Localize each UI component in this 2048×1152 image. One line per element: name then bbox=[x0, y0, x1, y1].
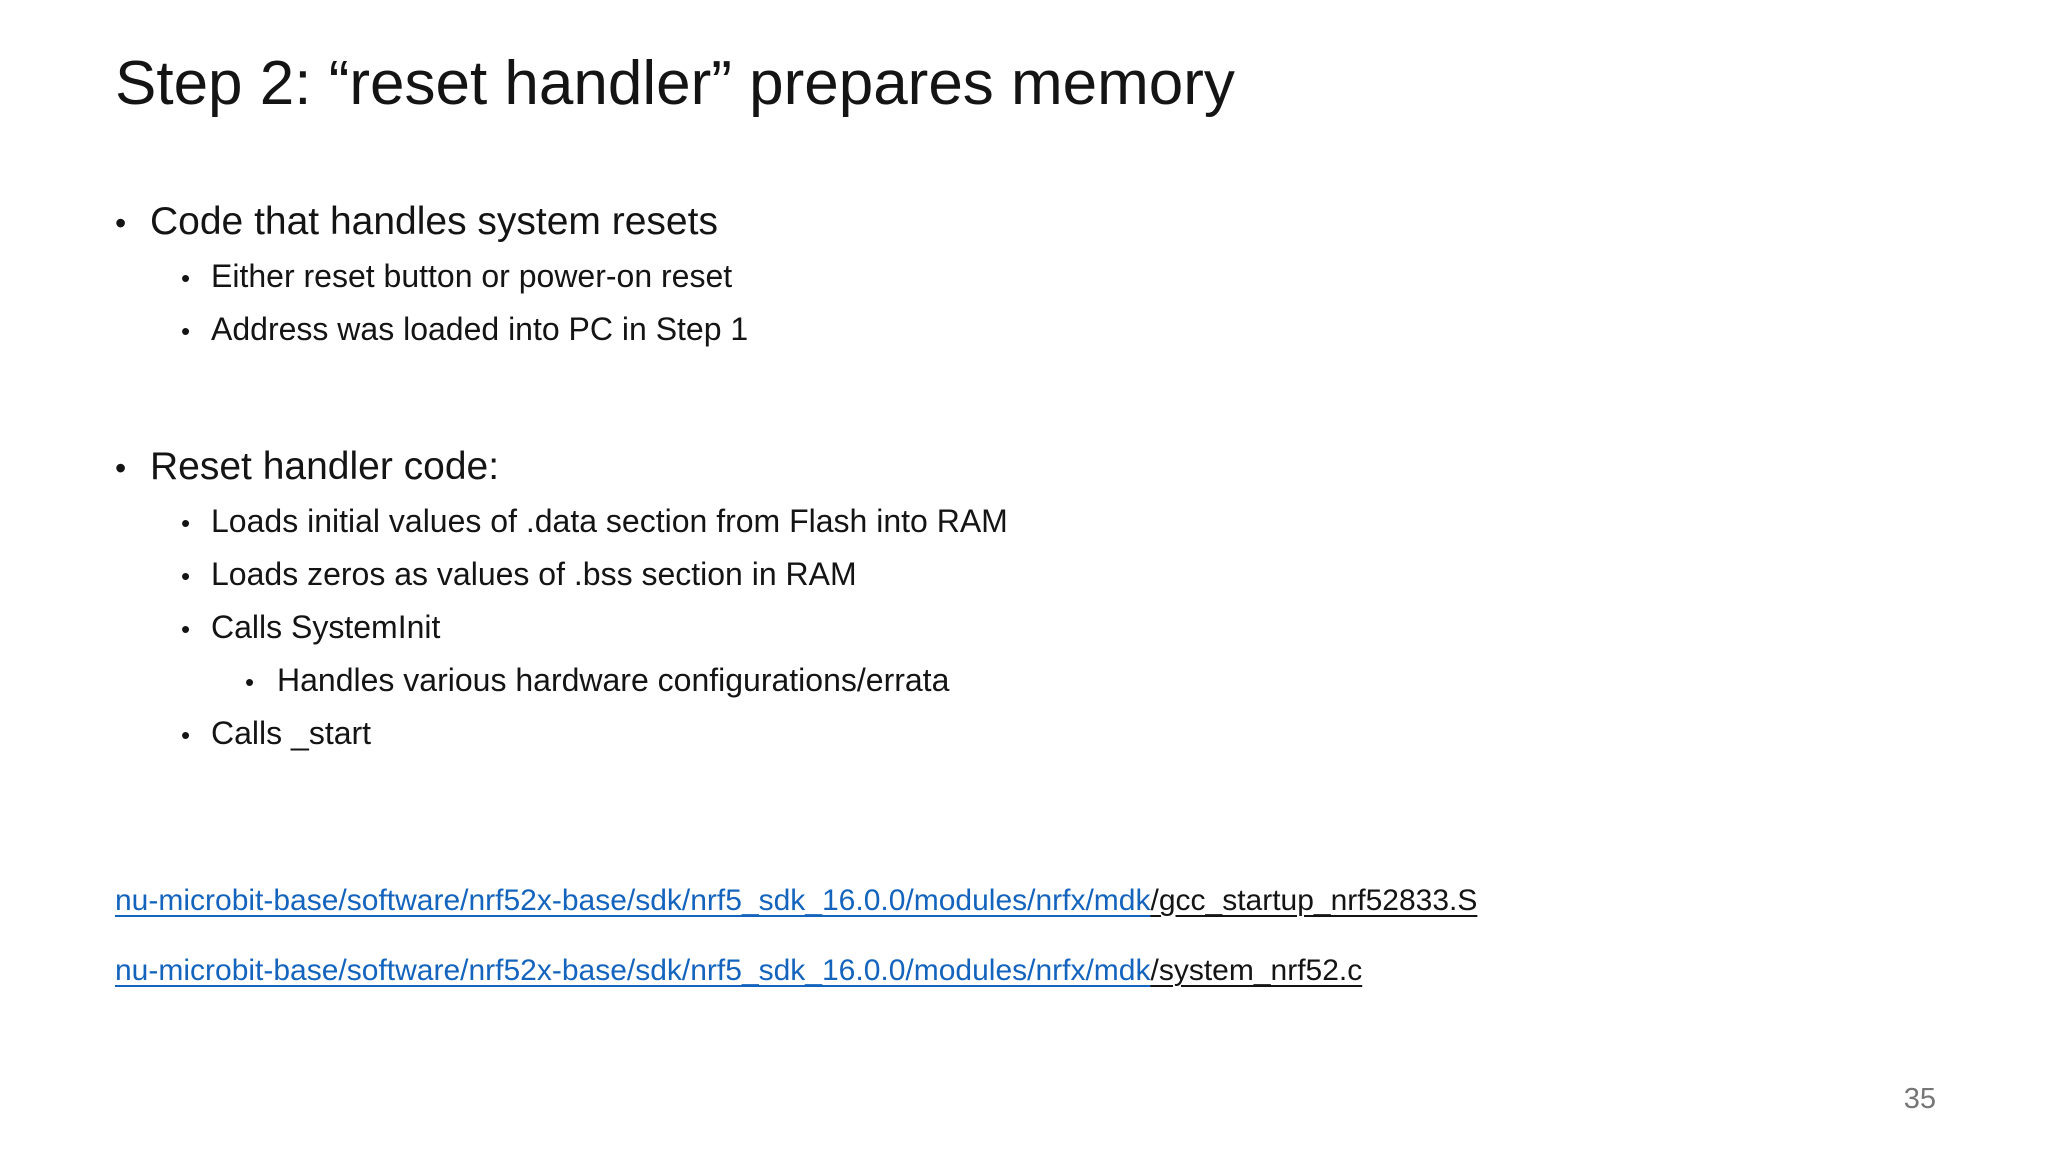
bullet-marker: • bbox=[115, 450, 127, 486]
bullet-list: • Code that handles system resets • Eith… bbox=[115, 194, 1815, 761]
link-file-segment[interactable]: /gcc_startup_nrf52833.S bbox=[1150, 884, 1478, 917]
bullet-marker: • bbox=[181, 316, 191, 346]
bullet-text: Calls SystemInit bbox=[211, 609, 441, 645]
bullet-text: Address was loaded into PC in Step 1 bbox=[211, 311, 749, 347]
bullet-item: • Reset handler code: bbox=[115, 439, 1815, 496]
bullet-item: • Code that handles system resets bbox=[115, 194, 1815, 251]
source-link-gcc-startup[interactable]: nu-microbit-base/software/nrf52x-base/sd… bbox=[115, 884, 1915, 918]
bullet-marker: • bbox=[181, 720, 191, 750]
bullet-item: • Loads zeros as values of .bss section … bbox=[115, 549, 1815, 602]
bullet-text: Either reset button or power-on reset bbox=[211, 258, 733, 294]
bullet-text: Code that handles system resets bbox=[150, 200, 718, 243]
bullet-item: • Either reset button or power-on reset bbox=[115, 251, 1815, 304]
bullet-item: • Handles various hardware configuration… bbox=[115, 655, 1815, 708]
bullet-marker: • bbox=[245, 667, 255, 697]
bullet-text: Loads initial values of .data section fr… bbox=[211, 503, 1008, 539]
bullet-marker: • bbox=[181, 508, 191, 538]
bullet-group-spacer bbox=[115, 357, 1815, 439]
link-path-segment[interactable]: nu-microbit-base/software/nrf52x-base/sd… bbox=[115, 884, 1151, 917]
bullet-text: Reset handler code: bbox=[150, 445, 500, 488]
page-number: 35 bbox=[1903, 1083, 1936, 1115]
source-link-system-nrf52[interactable]: nu-microbit-base/software/nrf52x-base/sd… bbox=[115, 954, 1915, 988]
link-file-segment[interactable]: /system_nrf52.c bbox=[1150, 954, 1363, 987]
bullet-marker: • bbox=[115, 205, 127, 241]
link-path-segment[interactable]: nu-microbit-base/software/nrf52x-base/sd… bbox=[115, 954, 1151, 987]
bullet-text: Loads zeros as values of .bss section in… bbox=[211, 556, 857, 592]
page-title: Step 2: “reset handler” prepares memory bbox=[115, 49, 1235, 118]
bullet-text: Calls _start bbox=[211, 715, 372, 751]
bullet-item: • Loads initial values of .data section … bbox=[115, 496, 1815, 549]
bullet-item: • Calls _start bbox=[115, 708, 1815, 761]
bullet-item: • Calls SystemInit bbox=[115, 602, 1815, 655]
bullet-marker: • bbox=[181, 263, 191, 293]
bullet-item: • Address was loaded into PC in Step 1 bbox=[115, 304, 1815, 357]
bullet-marker: • bbox=[181, 561, 191, 591]
links-section: nu-microbit-base/software/nrf52x-base/sd… bbox=[115, 884, 1915, 1024]
bullet-text: Handles various hardware configurations/… bbox=[277, 662, 950, 698]
bullet-marker: • bbox=[181, 614, 191, 644]
